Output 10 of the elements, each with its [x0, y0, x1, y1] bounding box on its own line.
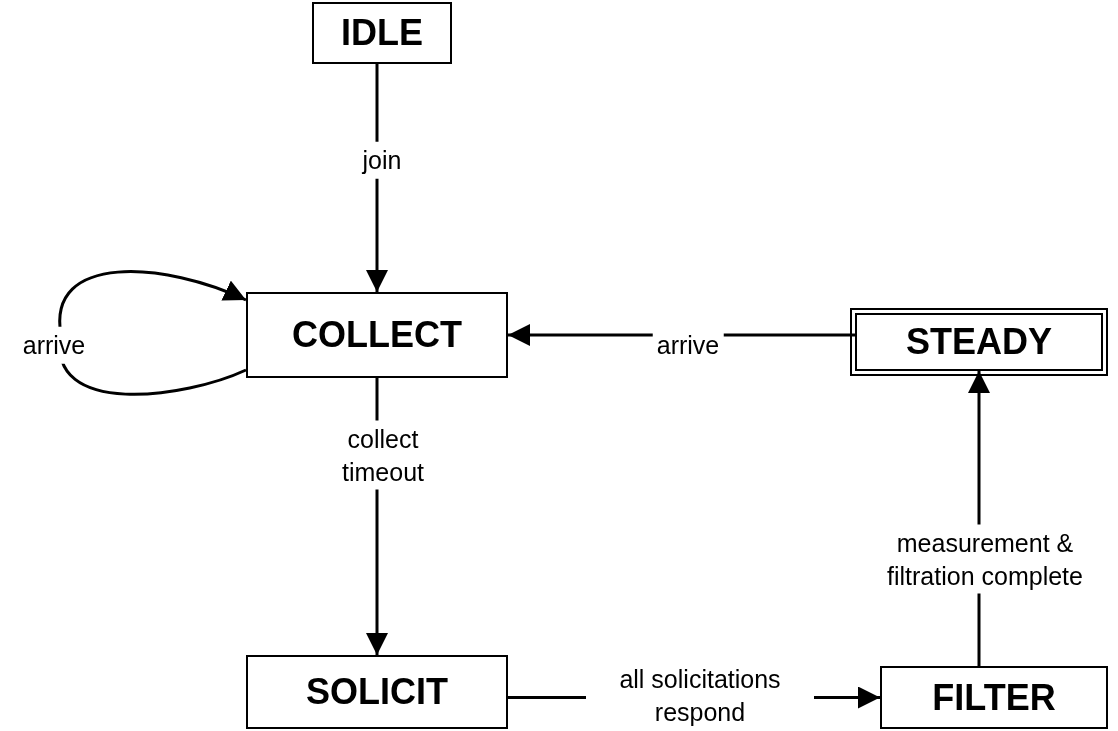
state-box — [246, 655, 508, 729]
state-name: IDLE — [341, 12, 423, 54]
state-name: COLLECT — [292, 314, 462, 356]
state-name: STEADY — [906, 321, 1052, 363]
state-name: FILTER — [932, 676, 1056, 719]
arrow — [58, 270, 247, 396]
state-box — [246, 292, 508, 378]
state-name: SOLICIT — [306, 671, 448, 713]
state-box — [880, 666, 1108, 729]
state-box — [312, 2, 452, 64]
